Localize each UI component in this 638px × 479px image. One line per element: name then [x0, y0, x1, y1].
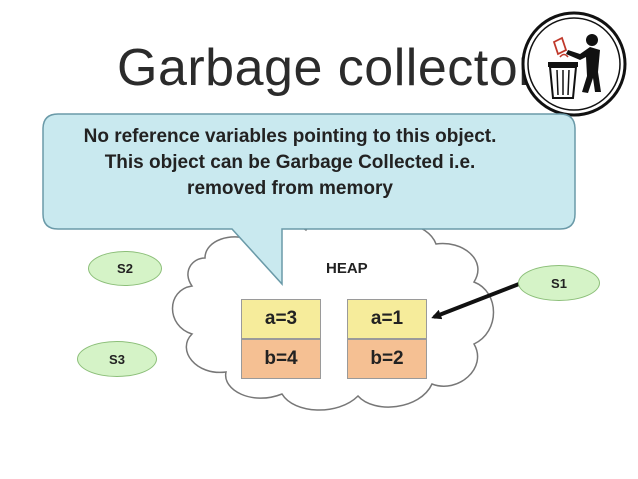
callout-text: No reference variables pointing to this … [55, 124, 525, 202]
slide-title: Garbage collector [117, 39, 536, 97]
callout-bubble [42, 113, 576, 286]
reference-variable-s2: S2 [88, 251, 162, 286]
heap-label: HEAP [326, 260, 368, 277]
object-field-a: a=3 [241, 299, 321, 339]
object-field-b: b=4 [241, 339, 321, 379]
callout-line: No reference variables pointing to this … [83, 126, 497, 147]
reference-arrow [431, 282, 520, 320]
object-field-a: a=1 [347, 299, 427, 339]
callout-line: This object can be Garbage Collected i.e… [104, 152, 476, 173]
trash-bin-person-icon [521, 11, 627, 117]
object-field-b: b=2 [347, 339, 427, 379]
reference-variable-s3: S3 [77, 341, 157, 377]
callout-line: removed from memory [187, 178, 393, 199]
reference-variable-s1: S1 [518, 265, 600, 301]
